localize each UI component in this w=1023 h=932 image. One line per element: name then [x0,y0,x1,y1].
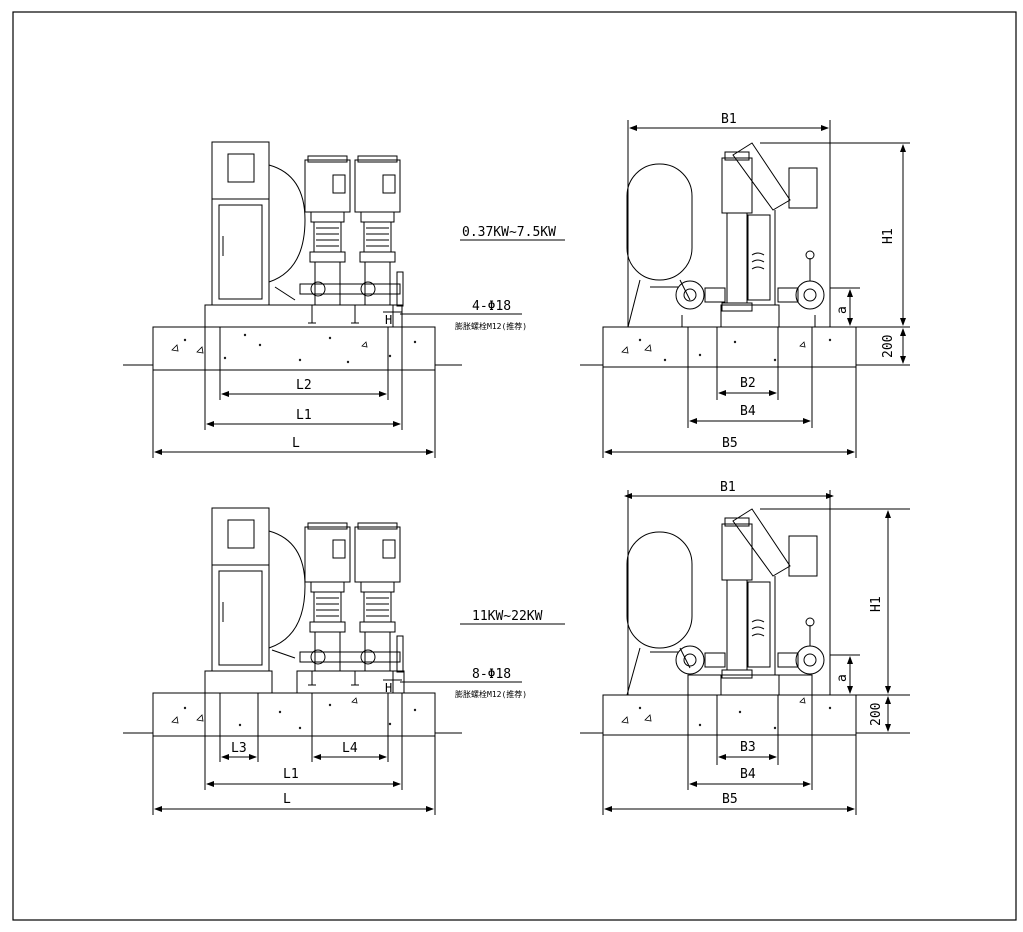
h-label-lower: H [385,681,392,695]
dim-l-upper: L [292,436,300,451]
foundation-block [152,326,436,371]
pressure-tank [626,531,693,649]
dim-h1-lower: H1 [869,596,884,612]
dim-a-upper: a [835,306,850,314]
dim-b5-lower: B5 [722,792,738,807]
lower-side-view [580,508,882,736]
bolt-note-upper: 膨胀螺栓M12(推荐) [455,321,527,331]
lower-front-view [123,507,462,737]
power-range-upper: 0.37KW~7.5KW [462,225,556,240]
control-cabinet [211,141,270,306]
control-bracket [732,142,791,211]
dim-b1-upper: B1 [721,112,737,127]
base-frame [204,304,403,328]
drawing-border [12,11,1017,921]
dim-l1-upper: L1 [296,408,312,423]
dim-l2-upper: L2 [296,378,312,393]
dim-b4-upper: B4 [740,404,756,419]
pump-1 [304,522,351,671]
anchor-bolts [308,671,359,686]
bolt-spec-upper: 4-Φ18 [472,299,511,314]
inlet-flange [675,280,705,310]
dim-b5-upper: B5 [722,436,738,451]
pressure-tank [268,164,306,283]
pump-motor [721,523,753,581]
base-frame [720,304,780,328]
header-pipe [299,651,401,663]
dim-b3-lower: B3 [740,740,756,755]
dim-200-upper: 200 [881,335,896,358]
foundation-block [602,326,857,368]
dim-h1-upper: H1 [881,228,896,244]
upper-front-view [123,141,462,371]
control-cabinet [211,507,270,672]
outlet-flange [795,280,825,310]
dim-200-lower: 200 [869,703,884,726]
power-range-lower: 11KW~22KW [472,609,543,624]
foundation-block [152,692,436,737]
dim-l3-lower: L3 [231,741,247,756]
foundation-block [602,694,857,736]
upper-side-view [580,142,882,368]
pump-1 [304,155,351,305]
dim-a-lower: a [835,674,850,682]
dim-b2-upper: B2 [740,376,756,391]
pump-motor [721,157,753,214]
pump-2 [354,155,401,305]
inlet-flange [675,645,705,675]
header-pipe [299,283,401,295]
h-label-upper: H [385,313,392,327]
outlet-flange [795,645,825,675]
pressure-tank [626,163,693,281]
dim-l4-lower: L4 [342,741,358,756]
pressure-tank [268,530,306,649]
pump-2 [354,522,401,671]
dim-l1-lower: L1 [283,767,299,782]
concrete-hatch [171,333,417,364]
anchor-bolts [308,305,359,324]
dim-b4-lower: B4 [740,767,756,782]
bolt-note-lower: 膨胀螺栓M12(推荐) [455,689,527,699]
cabinet-base [204,670,273,694]
dim-l-lower: L [283,792,291,807]
dim-b1-lower: B1 [720,480,736,495]
bolt-spec-lower: 8-Φ18 [472,667,511,682]
control-bracket [732,508,791,577]
